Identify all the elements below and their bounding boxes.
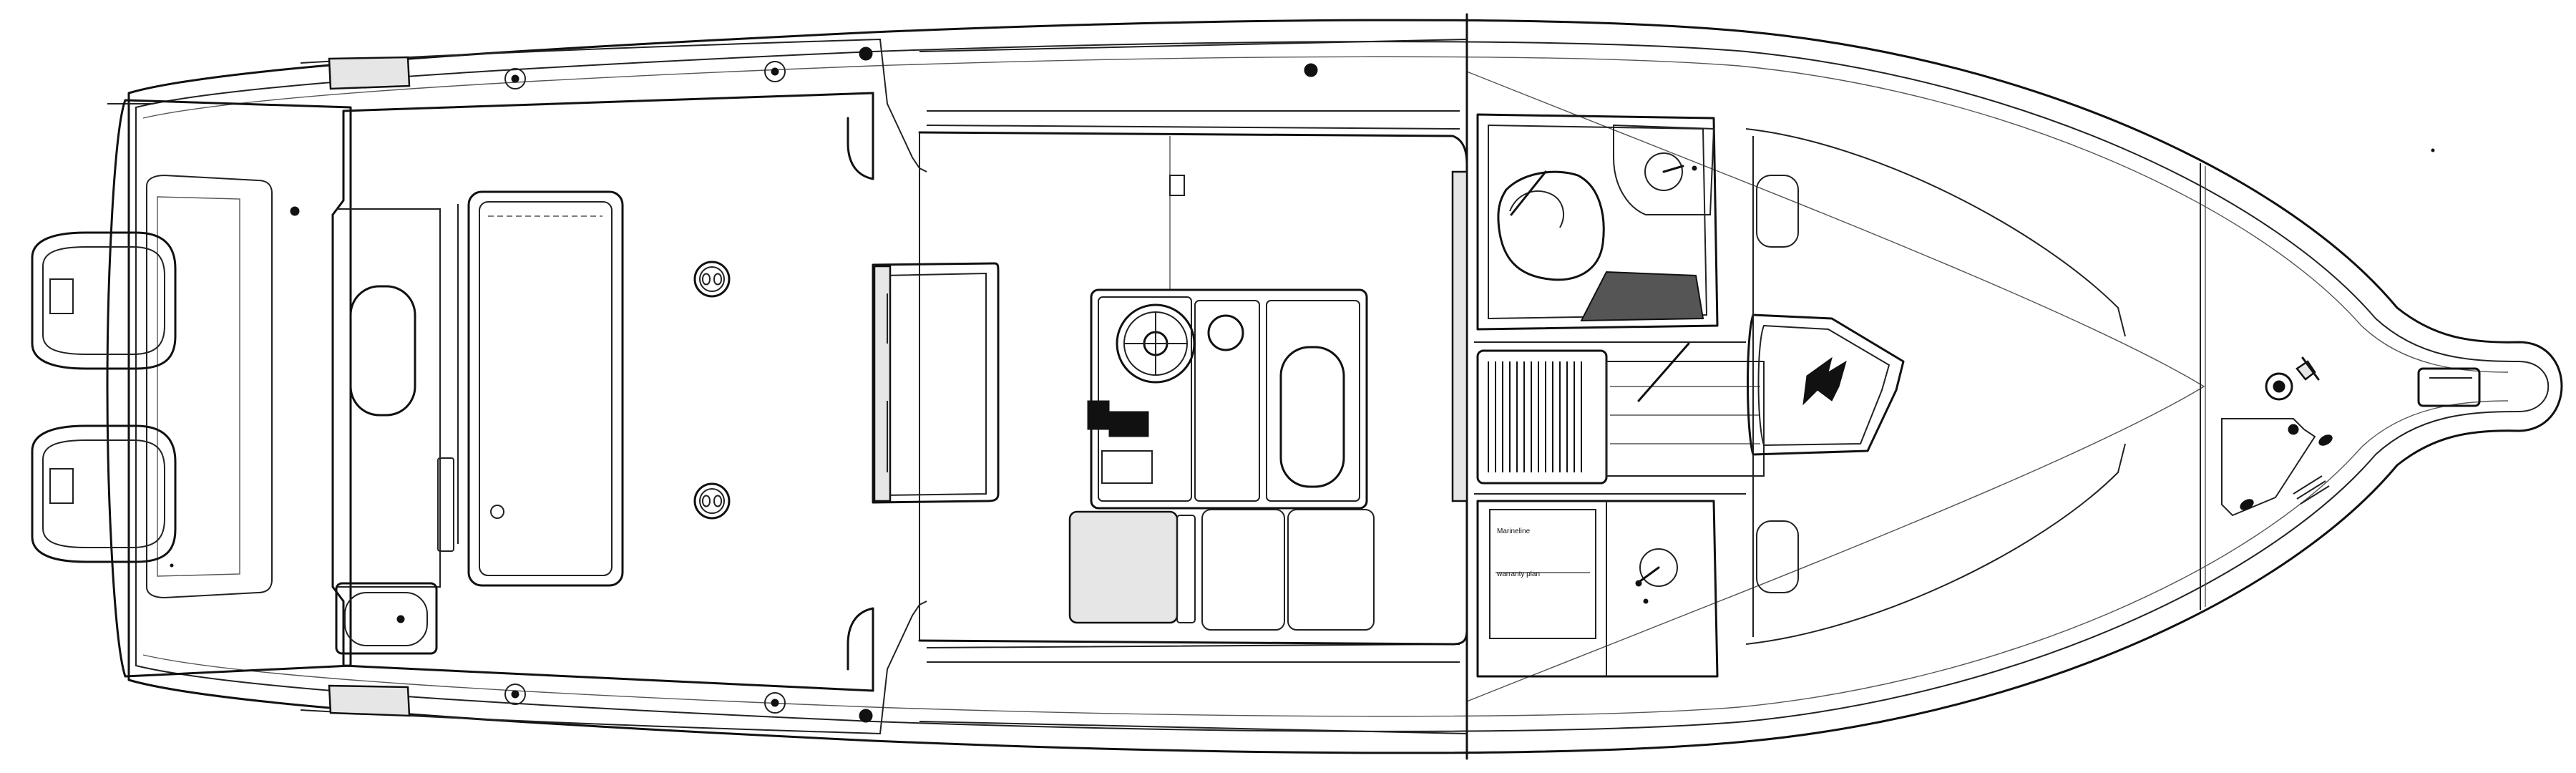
anchor-locker <box>2221 418 2316 517</box>
fish-box-hatch <box>437 190 624 587</box>
windshield-frame <box>1451 170 1468 502</box>
aft-bulkhead-panel <box>336 208 441 588</box>
outboard-cowl-logo <box>49 278 74 314</box>
hull-rub-rail <box>142 56 2509 717</box>
stern-cleat-bottom <box>328 684 411 717</box>
hull-chine-line <box>1466 71 2205 702</box>
cockpit-sole-outline <box>331 92 874 692</box>
hull-inner-gunwale <box>135 41 2550 732</box>
galley-cabinet: Marineline warranty plan <box>1476 500 1719 678</box>
throttle <box>1087 400 1110 430</box>
hardtop-outline-upper <box>919 39 1468 130</box>
v-berth <box>1745 128 2126 645</box>
cabin-table-logo <box>1802 356 1847 406</box>
aft-livewell-hatch <box>349 285 416 417</box>
transom-platform <box>106 99 352 678</box>
cabin-tag-upper: Marineline <box>1497 528 1531 535</box>
gunwale-post-lower <box>859 709 873 723</box>
shower-grate <box>1580 271 1704 322</box>
registration-dot <box>2431 148 2435 152</box>
outboard-motor-lower <box>31 424 177 563</box>
bow-cleat <box>2296 356 2320 381</box>
cabin-tag-lower: warranty plan <box>1496 570 1540 578</box>
vanity-sink <box>1613 124 1715 215</box>
gunwale-cleat-4 <box>764 692 786 714</box>
cabin-side-bulkhead <box>918 131 1468 646</box>
gunwale-cleat-3 <box>504 684 526 705</box>
bow <box>2221 356 2481 517</box>
compass <box>1207 314 1244 351</box>
hull-outer-outline <box>127 19 2563 754</box>
galley-sink <box>1639 548 1678 587</box>
leaning-post <box>872 262 1000 504</box>
cabin: Marineline warranty plan <box>1474 113 2126 678</box>
outboard-cowl-logo <box>49 468 74 504</box>
porthole-upper <box>1756 175 1799 248</box>
gunwale-post-upper <box>859 47 873 61</box>
deck-fitting <box>1304 63 1318 77</box>
registration-dot <box>170 563 174 568</box>
deck-drain-lower <box>693 482 731 520</box>
marine-toilet <box>1497 170 1605 281</box>
engine-well-inner <box>157 196 240 577</box>
hardtop-outline-lower <box>919 643 1468 734</box>
cockpit <box>300 38 1318 735</box>
deck-drain-upper <box>693 261 731 298</box>
bow-pulpit-roller <box>2417 367 2481 407</box>
helm-seat <box>1068 509 1375 631</box>
stern-cleat-top <box>328 56 411 90</box>
gunwale-cleat-1 <box>504 68 526 89</box>
helm-console <box>1087 288 1368 510</box>
bow-rail-fittings <box>2240 434 2333 510</box>
outboard-motor-upper <box>31 231 177 370</box>
transom-sink <box>335 582 438 655</box>
porthole-lower <box>1756 520 1799 593</box>
anchor-windlass <box>2265 372 2299 435</box>
engine-well <box>146 174 273 599</box>
gunwale-cleat-2 <box>764 61 786 82</box>
stern-drain <box>290 206 300 216</box>
stern <box>31 99 352 678</box>
helm-area <box>872 39 1468 734</box>
steering-wheel <box>1116 303 1196 384</box>
hull <box>107 13 2563 760</box>
companionway-step <box>1474 341 1765 495</box>
head-compartment <box>1476 113 1719 331</box>
cabin-table <box>1747 313 1905 456</box>
console-hatch <box>1279 346 1345 488</box>
